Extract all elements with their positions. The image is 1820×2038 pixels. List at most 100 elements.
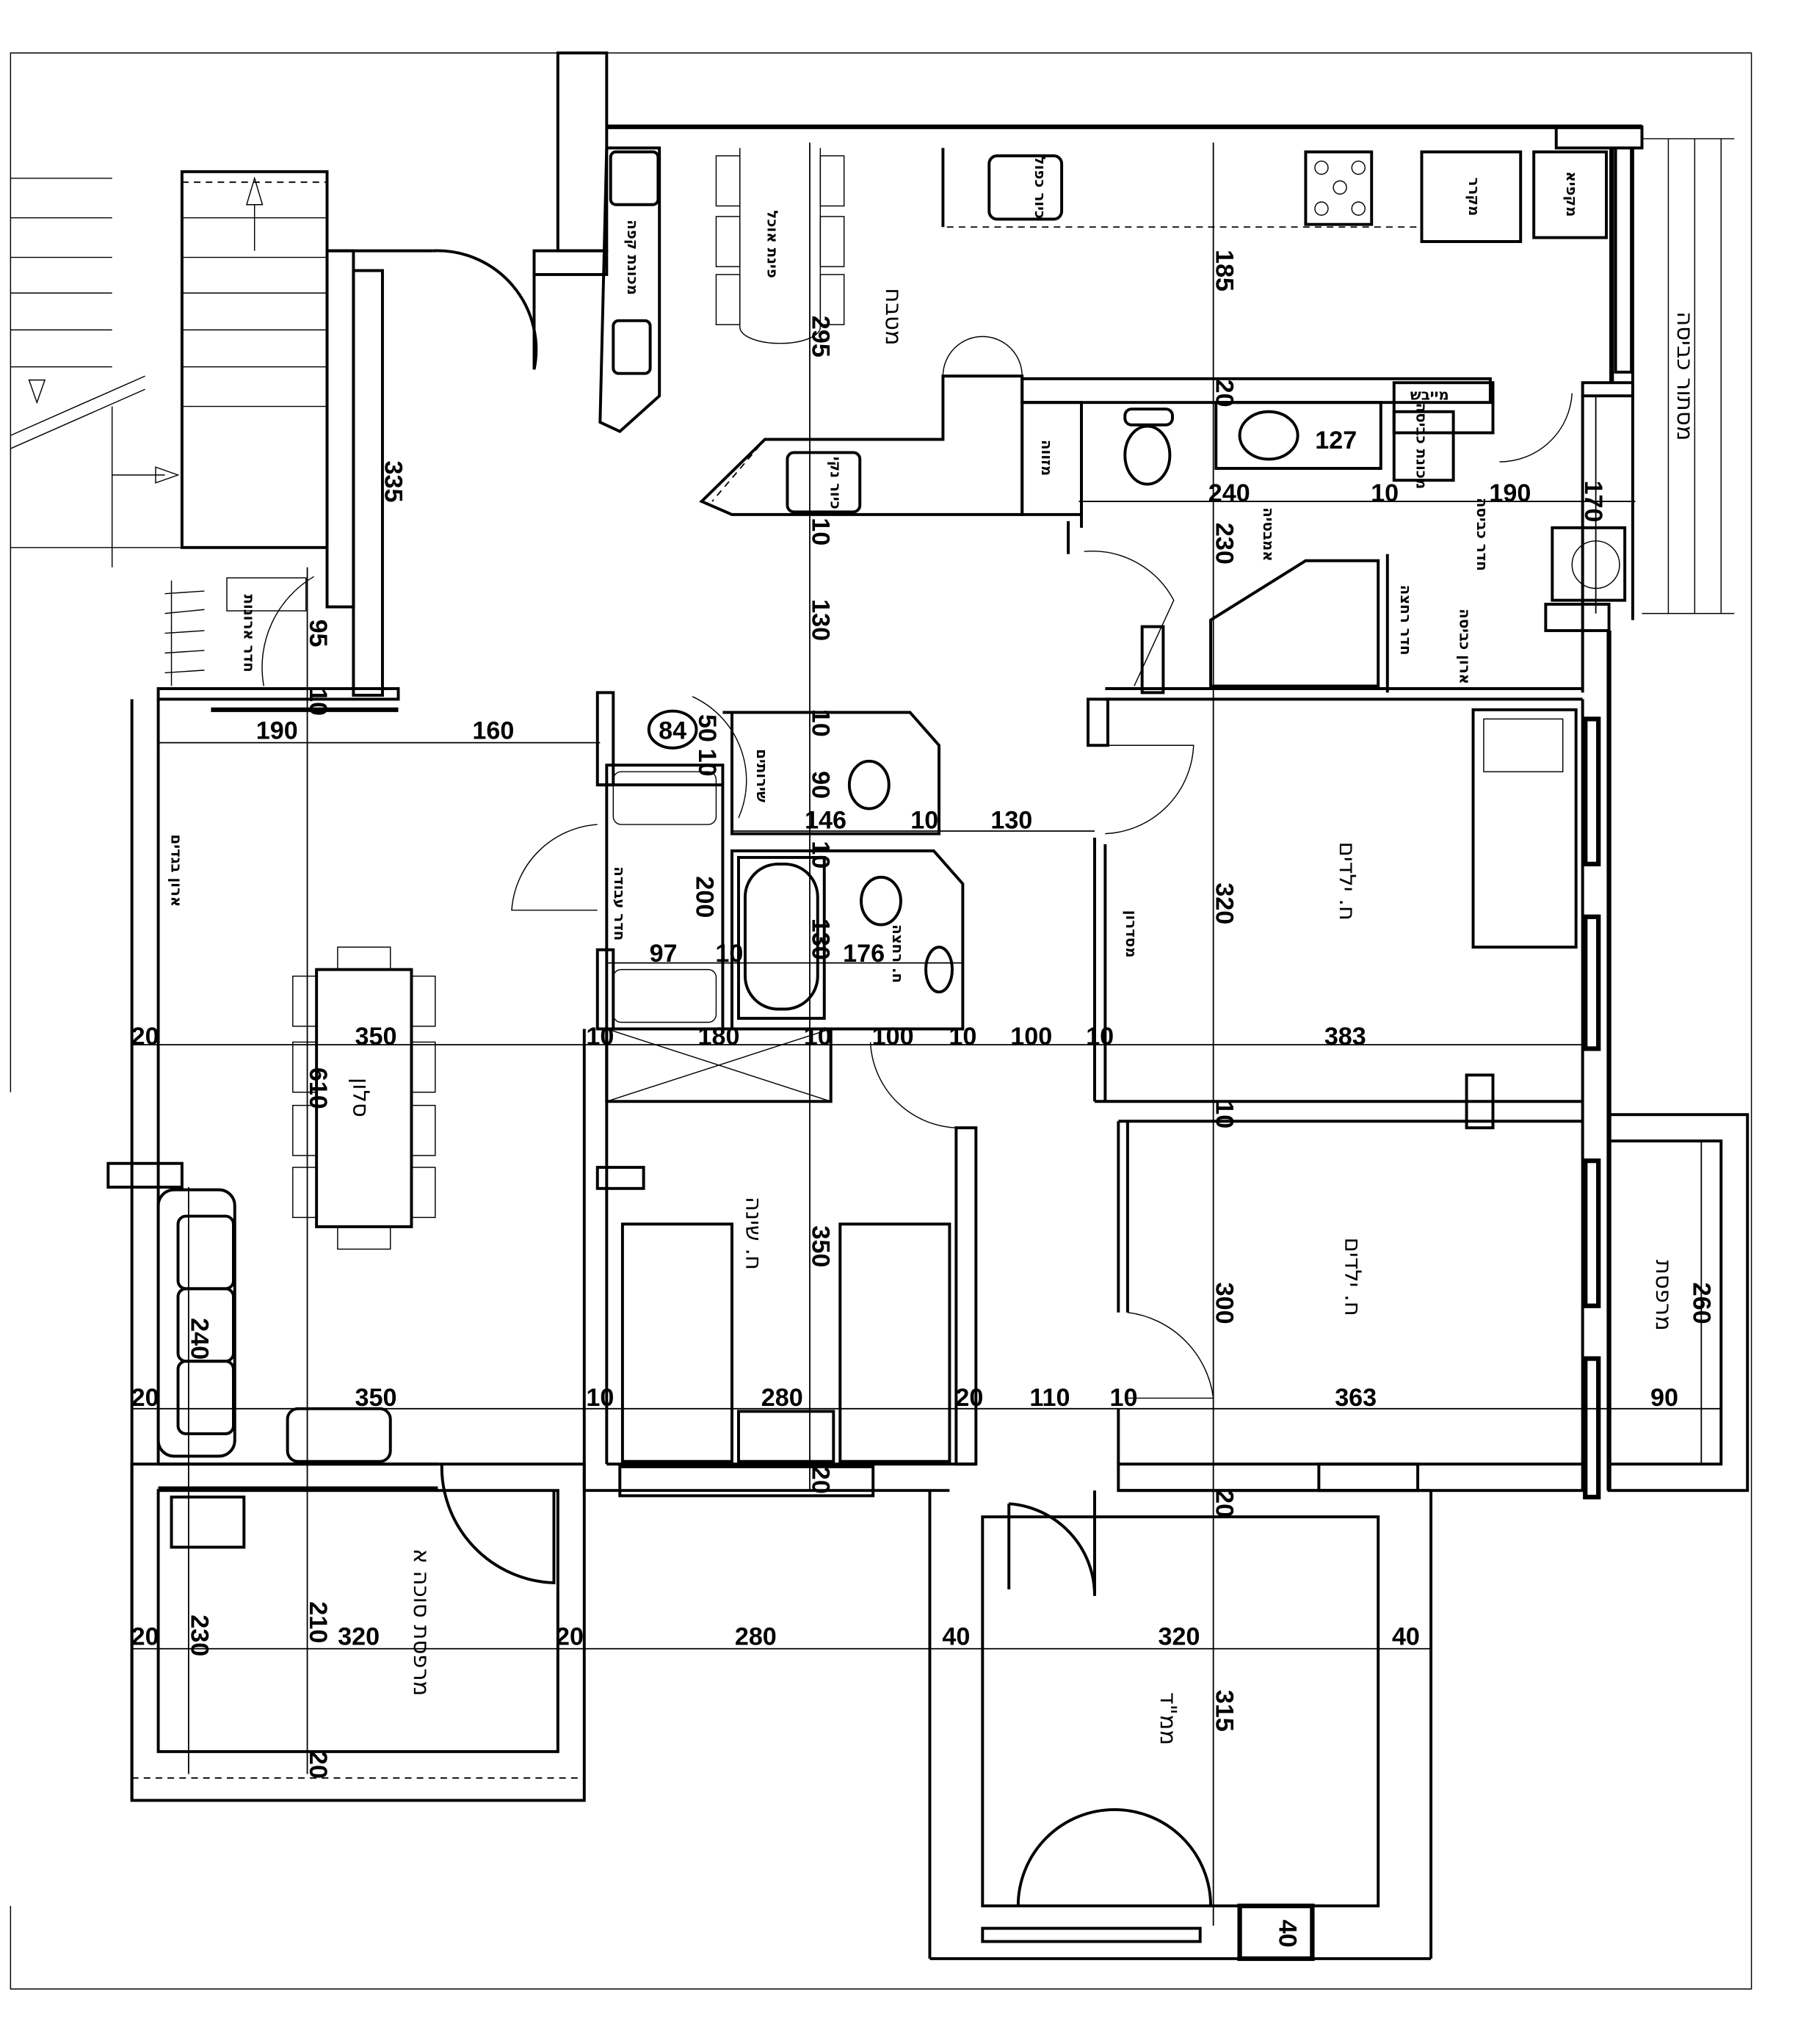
kitchen-sink	[987, 154, 1064, 221]
dim: 320	[338, 1622, 380, 1650]
bath-door[interactable]	[1084, 550, 1175, 686]
kids-room-1-door[interactable]	[1105, 744, 1194, 835]
dim: 10	[1110, 1384, 1138, 1412]
dim: 10	[586, 1384, 614, 1412]
dim: 40	[1273, 1920, 1301, 1948]
walls	[106, 51, 1750, 1960]
dim: 180	[698, 1023, 740, 1051]
dim: 320	[1210, 882, 1238, 924]
armchair	[286, 1407, 392, 1463]
study-door[interactable]	[511, 824, 598, 911]
label-balcony: מרפסת	[1650, 1260, 1676, 1331]
label-study: חדר עבודה	[611, 866, 628, 940]
vanity	[1214, 401, 1382, 470]
label-kitchen-sink: כיור כפול	[1032, 156, 1048, 219]
dim: 84	[659, 717, 686, 744]
label-parents-bath: חדר רחצה	[1397, 585, 1414, 656]
label-wardrobe: ארון בגדים	[168, 835, 185, 907]
stair-up-arrow-icon	[245, 176, 264, 251]
label-coffee-machine: מכונת קפה	[624, 220, 641, 295]
mamad-window	[1237, 1903, 1315, 1962]
freezer	[1532, 150, 1608, 239]
label-washing-machine: מכונת כביסה	[1413, 403, 1429, 490]
label-dining-corner: פינת אוכל	[764, 210, 780, 278]
windows	[1583, 146, 1634, 1500]
dim: 230	[1210, 523, 1238, 565]
stove-cooktop	[1304, 150, 1374, 226]
dim: 350	[807, 1225, 835, 1267]
mamad-blast-door[interactable]	[1016, 1807, 1213, 1907]
dim: 50	[693, 714, 721, 742]
dim: 363	[1335, 1384, 1377, 1412]
label-sukkah-balcony: מרפסת סוכה א	[408, 1548, 434, 1696]
dim: 10	[715, 940, 743, 968]
mamad-sliding-window	[981, 1926, 1202, 1943]
dim: 190	[1489, 479, 1531, 507]
washbasin	[1238, 410, 1299, 461]
dim: 240	[185, 1318, 213, 1360]
dim: 10	[807, 518, 835, 545]
label-walk-in-closet: חדר ארונות	[240, 594, 257, 672]
toilet-door[interactable]	[692, 696, 747, 819]
label-kids-room-2: ח. ילדים	[1339, 1238, 1365, 1316]
dim: 315	[1210, 1690, 1238, 1732]
dim: 350	[355, 1384, 396, 1412]
wardrobe-hangers	[164, 577, 307, 686]
dim: 10	[910, 806, 938, 834]
toilet-parents	[1123, 407, 1174, 486]
label-toilets: שירותים	[753, 749, 770, 802]
label-laundry-room: חדר כביסה	[1473, 498, 1490, 571]
label-living: סלון	[347, 1078, 373, 1117]
label-island-sink: כיור נקי	[827, 457, 844, 510]
dim: 350	[355, 1023, 396, 1051]
toilets-fixtures	[743, 759, 954, 1011]
dim: 160	[472, 717, 514, 744]
sukkah-door[interactable]	[440, 1464, 556, 1584]
dim: 210	[304, 1601, 332, 1643]
stair-down-arrow-icon	[28, 379, 46, 405]
dim: 20	[807, 1466, 835, 1494]
living-sofa	[156, 1188, 236, 1458]
dim: 260	[1688, 1283, 1716, 1324]
dim: 10	[1210, 1100, 1238, 1128]
dim: 10	[1086, 1023, 1114, 1051]
dim: 335	[380, 461, 407, 503]
room-labels: מטבח פינת אוכל סלון ח. שינה ח. ילדים ח. …	[168, 210, 1697, 1745]
furniture	[156, 148, 1627, 1549]
dim: 10	[949, 1023, 976, 1051]
dim: 10	[804, 1023, 832, 1051]
dim: 130	[807, 918, 835, 960]
corner-bathtub	[1209, 559, 1380, 688]
kids-bed-1	[1471, 708, 1578, 949]
dim: 230	[185, 1614, 213, 1656]
doors[interactable]	[261, 249, 1573, 1962]
dim: 20	[1210, 1490, 1238, 1517]
appliance-labels: מכונת קפה כיור כפול כיור נקי מקרר מקפיא …	[624, 156, 1580, 510]
bedroom-door[interactable]	[869, 1042, 957, 1128]
dimension-lines	[131, 142, 1722, 1926]
dim: 170	[1579, 480, 1607, 522]
boiler	[1551, 526, 1627, 602]
dim: 100	[872, 1023, 914, 1051]
dim: 176	[843, 940, 885, 968]
label-freezer: מקפיא	[1563, 171, 1580, 217]
mamad-inner-door[interactable]	[1007, 1490, 1096, 1596]
laundry-door[interactable]	[1499, 393, 1573, 463]
label-fridge: מקרר	[1465, 178, 1482, 217]
bar-stools	[715, 148, 845, 344]
label-shower-room: ח. רחצה	[889, 924, 906, 983]
fridge	[1420, 150, 1523, 244]
island-sink-left	[612, 319, 652, 375]
dimension-labels: 295 185 20 10 130 230 240 10 190 170 127…	[131, 250, 1716, 1948]
dim: 300	[1210, 1283, 1238, 1324]
dim: 130	[807, 599, 835, 641]
dim: 40	[942, 1622, 970, 1650]
dim: 10	[304, 688, 332, 716]
kids-room-2-door[interactable]	[1127, 1311, 1214, 1399]
dim: 90	[1650, 1384, 1678, 1412]
closet-door[interactable]	[261, 576, 314, 686]
entrance-door[interactable]	[432, 249, 538, 370]
dim: 95	[304, 620, 332, 648]
dim: 146	[805, 806, 846, 834]
label-dryer: מייבש	[1410, 387, 1449, 404]
